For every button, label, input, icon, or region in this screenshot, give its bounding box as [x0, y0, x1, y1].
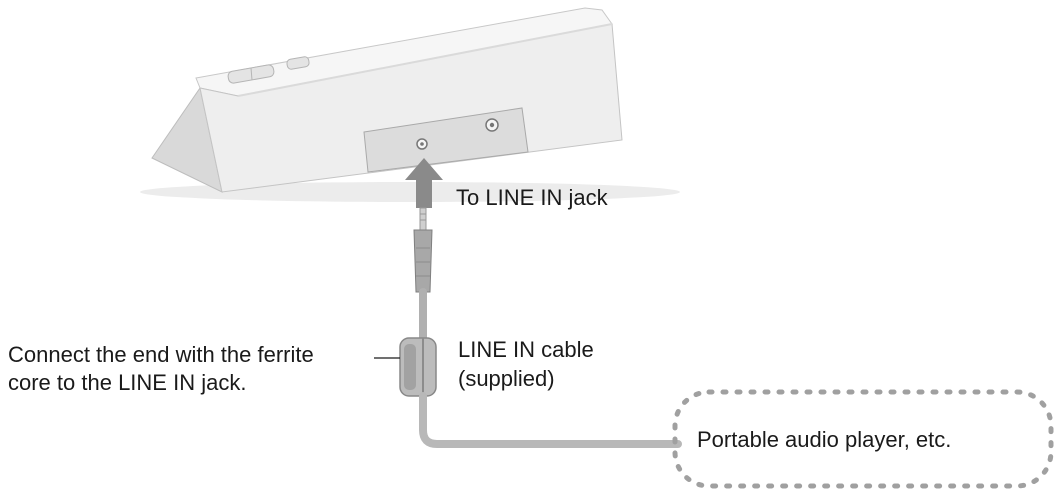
cable-label-line-2: (supplied) [458, 366, 555, 391]
jack-panel [363, 107, 529, 173]
ferrite-note-line-1: Connect the end with the ferrite [8, 342, 314, 367]
line-in-cable [399, 207, 682, 448]
speaker-unit [140, 7, 680, 202]
cable-label-line-1: LINE IN cable [458, 337, 594, 362]
up-arrow-icon [405, 158, 443, 208]
ferrite-note-line-2: core to the LINE IN jack. [8, 370, 246, 395]
portable-device-label: Portable audio player, etc. [697, 427, 951, 452]
speaker-buttons [227, 56, 310, 84]
line-in-jack-label: To LINE IN jack [456, 185, 609, 210]
portable-device-outline [672, 389, 1054, 489]
ferrite-core [399, 337, 437, 397]
